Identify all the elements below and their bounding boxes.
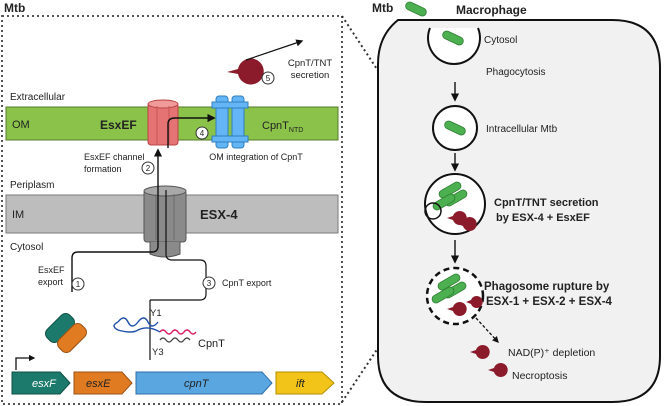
- mtb-cluster-2: [431, 273, 467, 304]
- right-mtb-label: Mtb: [372, 1, 393, 15]
- cytosol-left-label: Cytosol: [10, 242, 43, 253]
- toxin-5: [470, 345, 490, 359]
- esxef-export-path: [71, 148, 163, 292]
- esxef-om-label: EsxEF: [100, 118, 137, 132]
- step-3-number: 3: [207, 279, 212, 288]
- gene-cpnT-label: cpnT: [184, 378, 210, 390]
- phagocytosed-mtb: [442, 30, 464, 46]
- gene-esxF-label: esxF: [32, 378, 57, 390]
- gene-esxF: esxF: [11, 371, 71, 395]
- step-4-number: 4: [200, 129, 205, 138]
- depletion-arrow: [475, 317, 499, 343]
- esx-pore: [424, 202, 442, 220]
- esx4-label: ESX-4: [200, 207, 238, 222]
- om-integration-arrow: [167, 113, 216, 148]
- phagocytic-cup: [427, 27, 481, 65]
- step-2-number: 2: [146, 164, 151, 173]
- step-1-badge: [71, 277, 85, 291]
- gene-esxE: esxE: [73, 371, 133, 395]
- gene-ift: ift: [275, 371, 335, 395]
- gene-ift-label: ift: [296, 378, 306, 390]
- step-3-badge: [202, 276, 216, 290]
- y1-label: Y1: [150, 308, 162, 319]
- secretion-right-label-2: by ESX-4 + EsxEF: [496, 212, 590, 224]
- incoming-mtb: [405, 1, 427, 17]
- left-title: Mtb: [4, 1, 25, 15]
- gene-esxE-label: esxE: [86, 378, 111, 390]
- esxef-export-label-2: export: [38, 277, 64, 287]
- phagocytosis-label: Phagocytosis: [486, 67, 545, 78]
- im-label: IM: [12, 209, 24, 221]
- channel-formation-label-2: formation: [84, 164, 122, 174]
- esxef-export-label-1: EsxEF: [38, 265, 65, 275]
- esxef-dimer: [45, 313, 87, 353]
- necroptosis-label: Necroptosis: [512, 370, 567, 382]
- y3-label: Y3: [152, 347, 164, 358]
- cytosol-right-label: Cytosol: [484, 35, 517, 46]
- cpnt-ntd-channel: [211, 95, 249, 149]
- esxef-channel: [147, 99, 179, 146]
- secretion-label-2: secretion: [291, 70, 330, 81]
- intracellular-label: Intracellular Mtb: [486, 124, 558, 135]
- toxin-3: [447, 302, 467, 316]
- cpnt-export-label: CpnT export: [222, 278, 272, 288]
- macrophage-label: Macrophage: [456, 3, 527, 17]
- toxin-1: [447, 211, 467, 225]
- cpnt-ntd-label: CpnTNTD: [262, 120, 303, 134]
- om-label: OM: [12, 119, 30, 131]
- rupture-label-2: ESX-1 + ESX-2 + ESX-4: [486, 296, 613, 308]
- gene-cpnT: cpnT: [135, 371, 273, 395]
- nad-depletion-label: NAD(P)⁺ depletion: [508, 347, 595, 359]
- secretion-arrow: [245, 39, 304, 61]
- promoter-arrow: [15, 354, 36, 370]
- cpnt-export-path: [149, 190, 207, 360]
- channel-formation-label-1: EsxEF channel: [84, 152, 145, 162]
- secretion-label-1: CpnT/TNT: [288, 58, 333, 69]
- secretion-right-label-1: CpnT/TNT secretion: [494, 197, 599, 209]
- rupture-label-1: Phagosome rupture by: [484, 281, 610, 293]
- step-2-badge: [141, 161, 155, 175]
- cpnt-protein: [113, 317, 197, 343]
- toxin-4: [466, 296, 483, 308]
- om-integration-label: OM integration of CpnT: [209, 152, 303, 162]
- cpnt-protein-label: CpnT: [198, 338, 225, 350]
- intracellular-mtb: [444, 120, 466, 136]
- step-5-number: 5: [266, 74, 271, 83]
- esx4-machine: [143, 185, 187, 258]
- extracellular-label: Extracellular: [10, 92, 66, 103]
- step-4-badge: [195, 126, 209, 140]
- toxin-6: [488, 363, 508, 377]
- toxin-2: [457, 217, 477, 231]
- secreted-toxin-left: [227, 58, 264, 85]
- step-5-badge: [261, 71, 275, 85]
- periplasm-label: Periplasm: [10, 180, 54, 191]
- step-1-number: 1: [76, 280, 81, 289]
